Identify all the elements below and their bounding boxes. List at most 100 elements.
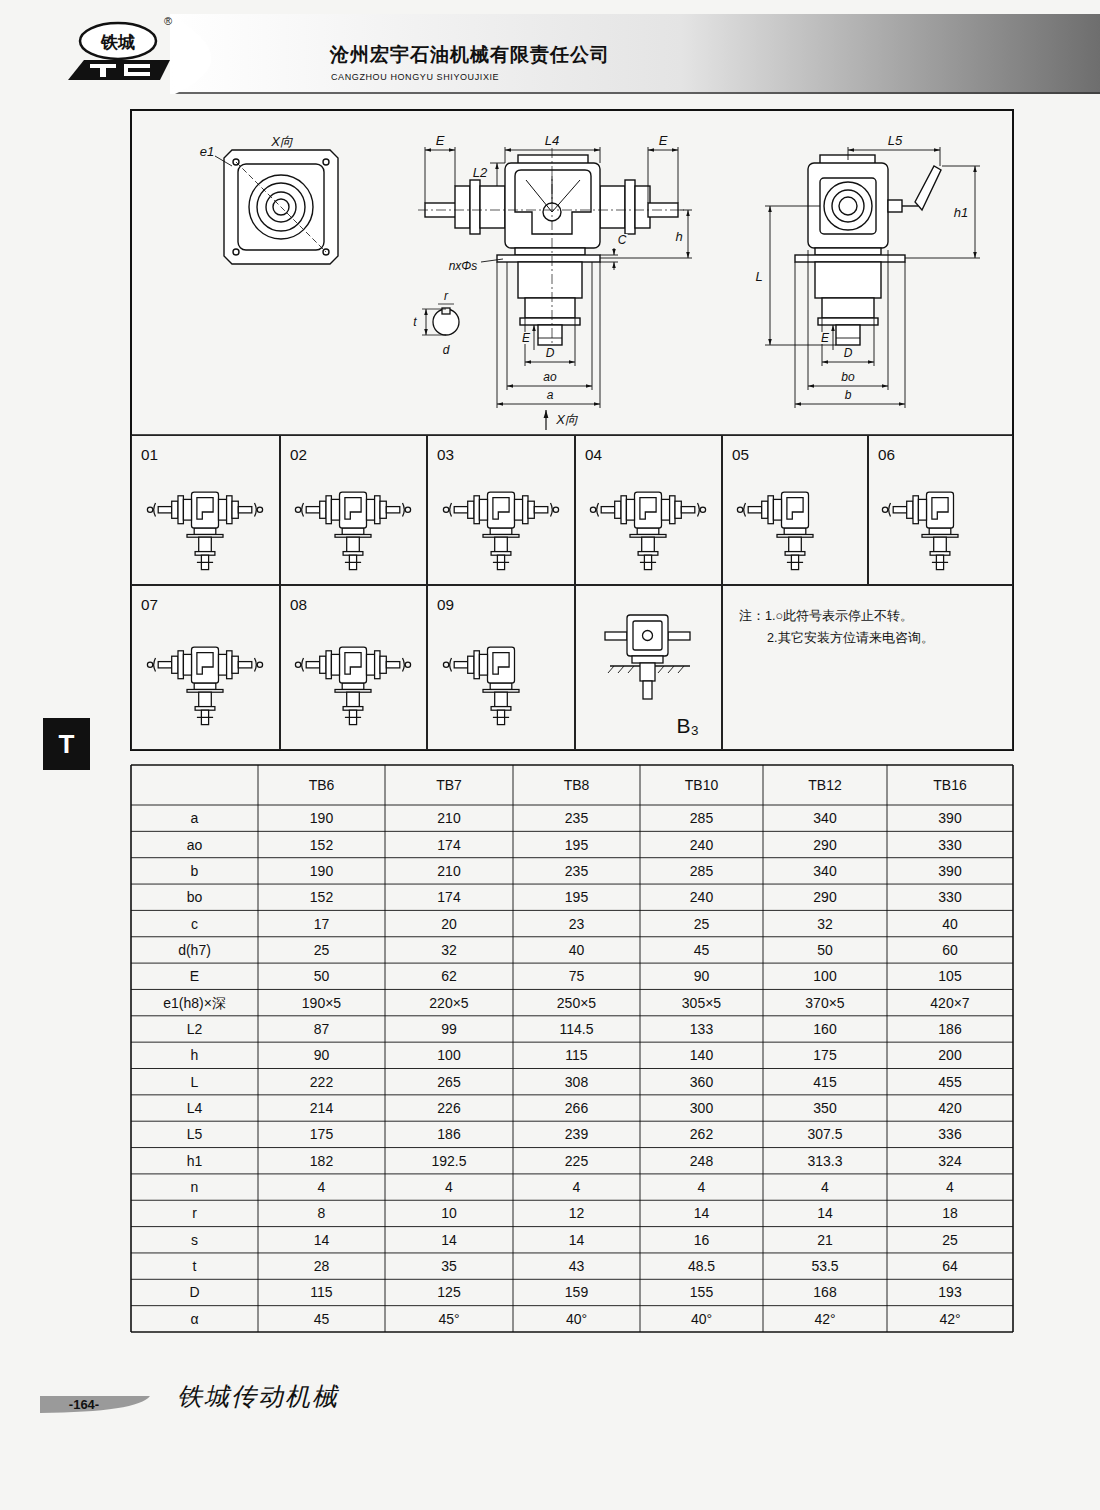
position-number: 02 [290, 447, 426, 464]
table-cell: 115 [513, 1042, 640, 1068]
table-cell: 16 [640, 1227, 763, 1253]
table-cell: 350 [763, 1095, 887, 1121]
table-rule [131, 764, 1013, 766]
dimension-line [940, 147, 941, 166]
dimension-line [481, 259, 503, 262]
table-cell: 4 [887, 1174, 1013, 1200]
table-cell: 100 [385, 1042, 513, 1068]
table-cell: 140 [640, 1042, 763, 1068]
company-logo [80, 23, 156, 59]
side-view [822, 298, 874, 318]
table-cell: 235 [513, 858, 640, 884]
dimension-line [600, 255, 618, 256]
dimension-line [497, 262, 498, 408]
table-cell: 53.5 [763, 1253, 887, 1279]
position-number: 04 [585, 447, 721, 464]
table-rule [131, 1121, 1013, 1122]
table-cell: 4 [258, 1174, 385, 1200]
table-cell: 214 [258, 1095, 385, 1121]
table-cell: 90 [258, 1042, 385, 1068]
side-view [795, 155, 941, 345]
dimension-line [888, 250, 889, 390]
table-cell: 105 [887, 963, 1013, 989]
dimension-label: h [674, 230, 683, 243]
row-header: b [131, 858, 258, 884]
table-cell: 10 [385, 1200, 513, 1226]
table-rule [131, 1015, 1013, 1016]
dimension-label: nxΦs [448, 260, 479, 272]
table-cell: 210 [385, 805, 513, 831]
column-header: TB8 [513, 765, 640, 805]
table-cell: 330 [887, 884, 1013, 910]
company-logo [68, 60, 170, 80]
end-view [236, 162, 326, 252]
table-cell: 262 [640, 1121, 763, 1147]
mounting-icon [590, 496, 634, 524]
dimension-label: d [442, 344, 451, 356]
table-cell: 42° [763, 1306, 887, 1332]
table-cell: 240 [640, 884, 763, 910]
front-view [455, 186, 470, 228]
table-cell: 14 [385, 1227, 513, 1253]
footer-bar [40, 1396, 150, 1413]
table-cell: 32 [763, 910, 887, 936]
side-view [836, 325, 860, 345]
dimension-line [648, 150, 678, 151]
position-number: 07 [141, 597, 279, 614]
dimension-label: ao [542, 371, 557, 383]
dimension-line [688, 210, 689, 258]
shaft-section [422, 304, 459, 335]
position-number: 09 [437, 597, 574, 614]
row-header: e1(h8)×深 [131, 989, 258, 1015]
table-cell: 100 [763, 963, 887, 989]
table-cell: 222 [258, 1069, 385, 1095]
table-cell: 152 [258, 831, 385, 857]
mounting-icon [147, 492, 958, 724]
b3-mounting-icon [632, 656, 663, 663]
table-cell: 225 [513, 1148, 640, 1174]
mounting-icon [147, 651, 191, 679]
dimension-line [614, 262, 615, 270]
table-cell: 50 [258, 963, 385, 989]
dimension-line [975, 166, 976, 258]
mounting-icon [483, 492, 519, 569]
side-view [832, 190, 864, 222]
table-cell: 21 [763, 1227, 887, 1253]
table-cell: 285 [640, 805, 763, 831]
row-header: h1 [131, 1148, 258, 1174]
row-header: bo [131, 884, 258, 910]
side-view [839, 197, 857, 215]
table-cell: 40 [513, 937, 640, 963]
table-rule [131, 857, 1013, 858]
mounting-icon [335, 647, 371, 724]
mounting-icon [367, 496, 411, 524]
mounting-icon [295, 496, 339, 524]
table-cell: 195 [513, 831, 640, 857]
dimension-label: L [754, 270, 763, 283]
table-cell: 25 [640, 910, 763, 936]
b3-mounting-icon [640, 663, 655, 681]
table-rule [131, 805, 1013, 806]
install-position-panel: 02 [280, 435, 427, 585]
table-cell: 160 [763, 1016, 887, 1042]
company-name: 沧州宏宇石油机械有限责任公司 [330, 45, 610, 64]
dimension-line [600, 258, 692, 259]
mounting-icon [483, 647, 519, 724]
front-view [518, 262, 582, 298]
dimension-label: h1 [953, 206, 969, 219]
table-cell: 415 [763, 1069, 887, 1095]
table-cell: 290 [763, 831, 887, 857]
table-cell: 195 [513, 884, 640, 910]
table-cell: 17 [258, 910, 385, 936]
footer-bar [40, 1396, 150, 1413]
table-cell: 190×5 [258, 989, 385, 1015]
table-rule [131, 1147, 1013, 1148]
dimension-line [808, 386, 888, 387]
table-cell: 25 [887, 1227, 1013, 1253]
dimension-line [497, 163, 498, 186]
table-cell: 18 [887, 1200, 1013, 1226]
table-cell: 14 [258, 1227, 385, 1253]
table-rule [131, 1173, 1013, 1174]
front-view [625, 180, 635, 234]
